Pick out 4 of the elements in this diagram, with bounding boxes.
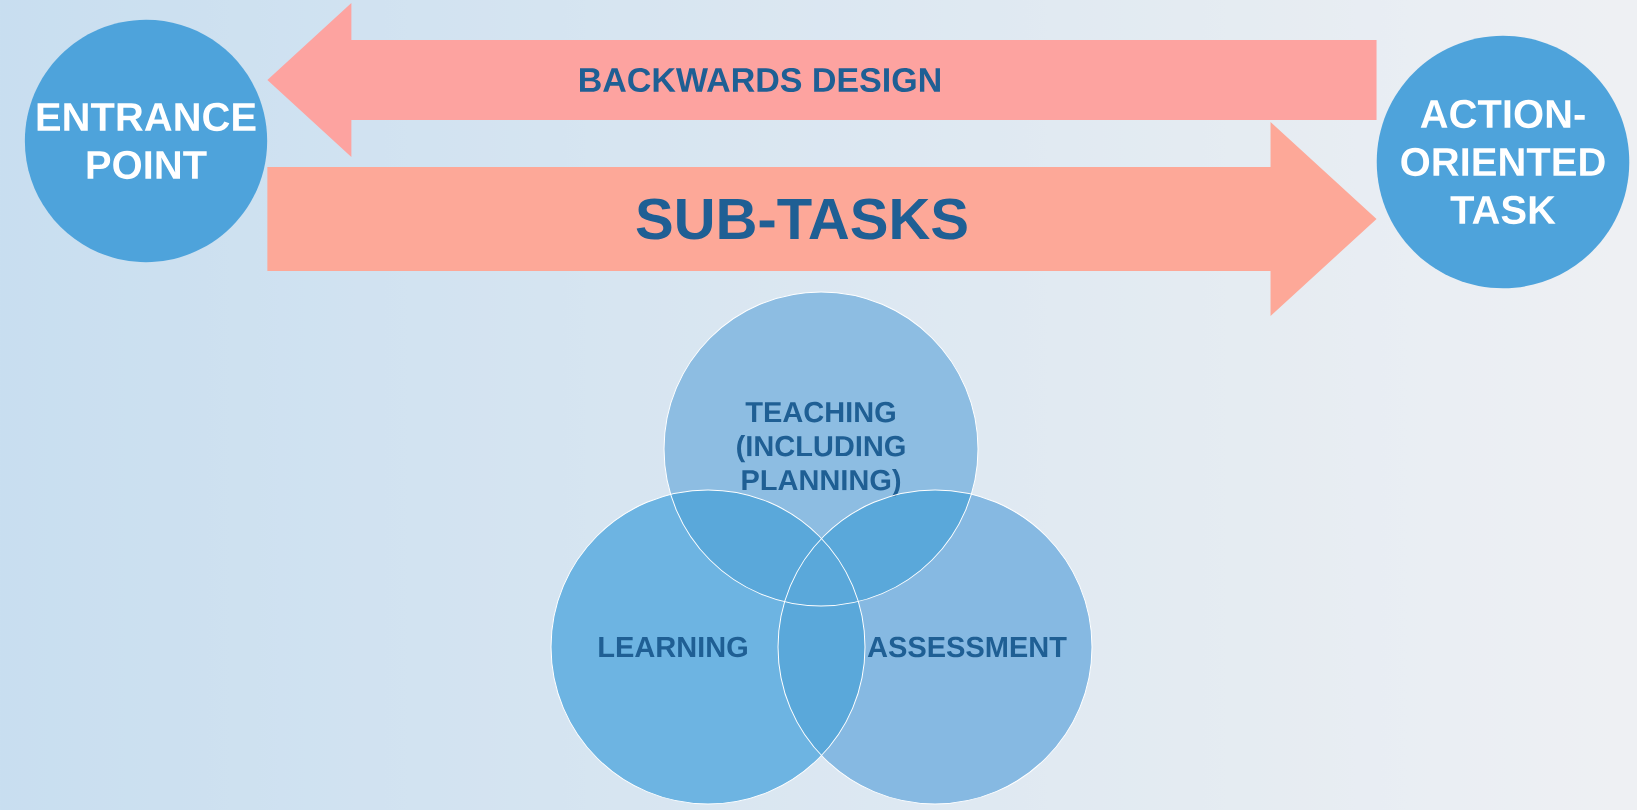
- arrow: [267, 122, 1377, 316]
- edge-label: SUB-TASKS: [636, 198, 967, 240]
- arrow: [267, 3, 1377, 157]
- edge-label: BACKWARDS DESIGN: [580, 67, 940, 93]
